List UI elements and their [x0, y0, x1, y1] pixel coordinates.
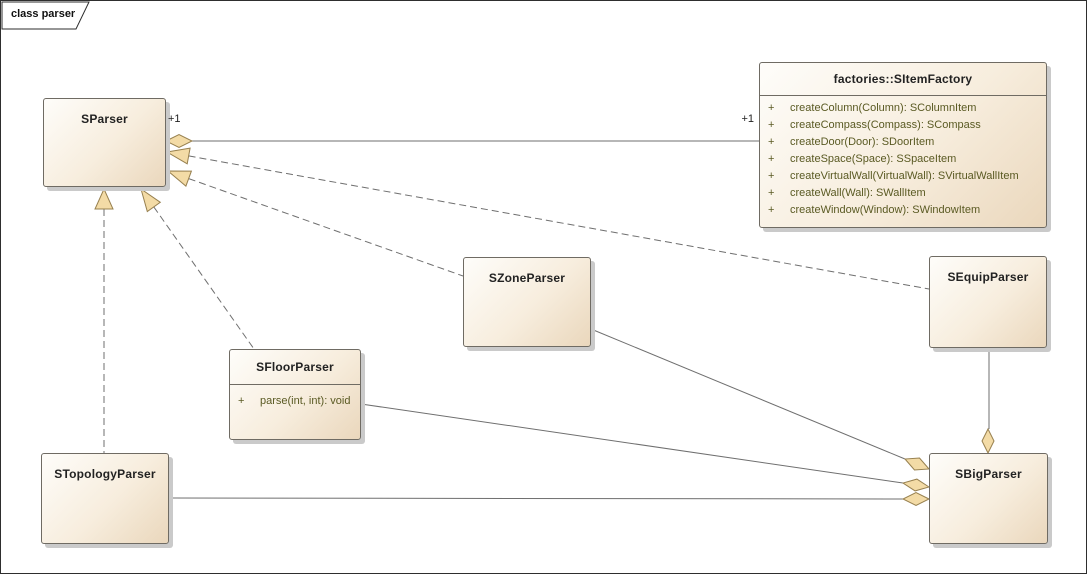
method-row: + createWindow(Window): SWindowItem [768, 202, 1042, 219]
class-name: SZoneParser [488, 271, 566, 285]
method-row: + createSpace(Space): SSpaceItem [768, 151, 1042, 168]
method-visibility: + [768, 187, 775, 199]
method-signature: createWindow(Window): SWindowItem [790, 204, 981, 216]
class-name: SEquipParser [947, 270, 1029, 284]
class-box-sfloorparser[interactable]: SFloorParser + parse(int, int): void [229, 349, 361, 440]
method-row: + createColumn(Column): SColumnItem [768, 100, 1042, 117]
realization-triangle-icon [166, 170, 193, 187]
method-visibility: + [238, 395, 245, 407]
aggregation-sbigparser-stopologyparser[interactable] [168, 491, 931, 507]
multiplicity-label-factory-end: +1 [741, 113, 754, 125]
methods-compartment: + parse(int, int): void [230, 385, 360, 410]
class-box-stopologyparser[interactable]: STopologyParser [41, 453, 169, 544]
class-name: SBigParser [955, 467, 1022, 481]
aggregation-sbigparser-sequipparser[interactable] [981, 348, 995, 455]
method-visibility: + [768, 170, 775, 182]
method-row: + createVirtualWall(VirtualWall): SVirtu… [768, 168, 1042, 185]
diagram-frame-label: class parser [11, 8, 76, 20]
method-row: + createCompass(Compass): SCompass [768, 117, 1042, 134]
realization-sequipparser-sparser[interactable] [165, 147, 930, 290]
realization-sfloorparser-sparser[interactable] [140, 187, 255, 350]
aggregation-diamond-icon [901, 478, 931, 492]
methods-compartment: + createColumn(Column): SColumnItem + cr… [760, 96, 1046, 219]
realization-triangle-icon [165, 147, 191, 165]
method-signature: createColumn(Column): SColumnItem [790, 102, 977, 114]
aggregation-diamond-icon [981, 427, 995, 455]
method-signature: createSpace(Space): SSpaceItem [790, 153, 957, 165]
method-signature: createCompass(Compass): SCompass [790, 119, 981, 131]
method-signature: createVirtualWall(VirtualWall): SVirtual… [790, 170, 1019, 182]
method-row: + parse(int, int): void [238, 393, 356, 410]
realization-triangle-icon [140, 187, 162, 213]
class-box-sitemfactory[interactable]: factories::SItemFactory + createColumn(C… [759, 62, 1047, 228]
method-visibility: + [768, 153, 775, 165]
class-box-szoneparser[interactable]: SZoneParser [463, 257, 591, 347]
multiplicity-label-sparser-end: +1 [168, 113, 181, 125]
diagram-frame-tab [1, 1, 90, 30]
method-signature: createWall(Wall): SWallItem [790, 187, 926, 199]
class-name: SFloorParser [230, 350, 360, 385]
class-name: STopologyParser [54, 467, 156, 481]
method-signature: createDoor(Door): SDoorItem [790, 136, 935, 148]
class-box-sbigparser[interactable]: SBigParser [929, 453, 1048, 544]
aggregation-diamond-icon [903, 457, 931, 471]
aggregation-diamond-icon [901, 491, 931, 507]
aggregation-diamond-icon [164, 133, 194, 149]
method-visibility: + [768, 204, 775, 216]
method-visibility: + [768, 119, 775, 131]
method-row: + createDoor(Door): SDoorItem [768, 134, 1042, 151]
aggregation-sbigparser-sfloorparser[interactable] [360, 403, 931, 492]
method-row: + createWall(Wall): SWallItem [768, 185, 1042, 202]
class-box-sequipparser[interactable]: SEquipParser [929, 256, 1047, 348]
class-box-sparser[interactable]: SParser [43, 98, 166, 187]
aggregation-sparser-sitemfactory[interactable] [164, 133, 759, 149]
aggregation-sbigparser-szoneparser[interactable] [590, 328, 931, 471]
class-name: SParser [81, 112, 128, 126]
realization-szoneparser-sparser[interactable] [166, 170, 464, 277]
method-signature: parse(int, int): void [260, 395, 351, 407]
realization-stopologyparser-sparser[interactable] [94, 187, 114, 453]
class-name: factories::SItemFactory [760, 63, 1046, 96]
realization-triangle-icon [94, 187, 114, 210]
method-visibility: + [768, 136, 775, 148]
method-visibility: + [768, 102, 775, 114]
